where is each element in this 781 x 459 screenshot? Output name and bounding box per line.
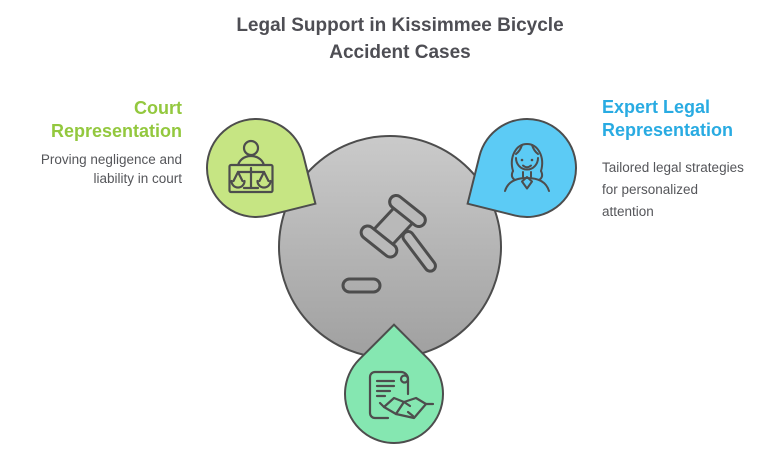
court-desc-line1: Proving negligence and xyxy=(40,152,182,167)
gavel-icon xyxy=(341,193,437,294)
expert-label-line1: Expert Legal xyxy=(602,97,711,117)
expert-desc-line2: for personalized xyxy=(602,182,699,197)
female-lawyer-icon xyxy=(504,143,550,192)
expert-label-line2: Representation xyxy=(602,120,734,140)
page-title-line2: Accident Cases xyxy=(329,42,471,63)
expert-node-description: Tailored legal strategies for personaliz… xyxy=(602,157,781,223)
expert-desc-line1: Tailored legal strategies xyxy=(602,160,744,175)
court-desc-line2: liability in court xyxy=(93,171,182,186)
court-label-line2: Representation xyxy=(50,121,182,141)
expert-desc-line3: attention xyxy=(602,204,654,219)
court-node-label: Court Representation xyxy=(12,97,182,143)
court-label-line1: Court xyxy=(134,98,182,118)
page-title: Legal Support in Kissimmee Bicycle Accid… xyxy=(200,12,600,66)
contract-handshake-icon xyxy=(368,370,435,420)
judge-with-scales-icon xyxy=(228,139,274,194)
expert-node-label: Expert Legal Representation xyxy=(602,96,781,142)
court-node-description: Proving negligence and liability in cour… xyxy=(12,150,182,188)
page-title-line1: Legal Support in Kissimmee Bicycle xyxy=(236,15,564,36)
